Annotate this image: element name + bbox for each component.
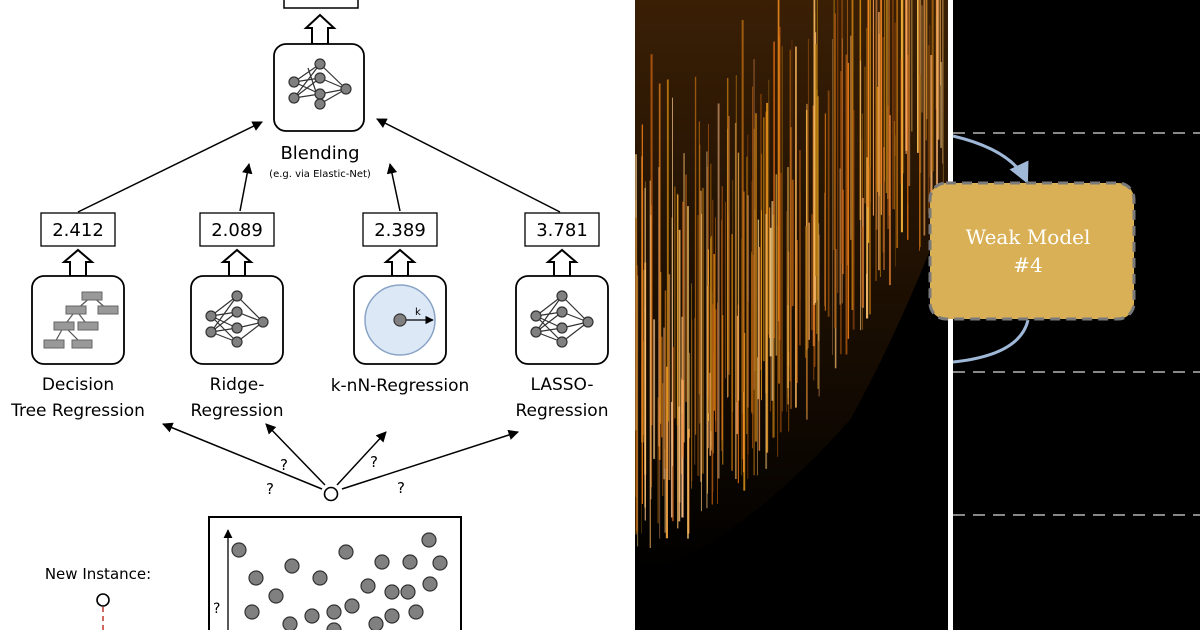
boosting-diagram-panel: Weak Model #4	[928, 0, 1200, 630]
neural-network-icon	[288, 58, 352, 110]
score-box	[524, 212, 600, 247]
data-point	[244, 604, 260, 620]
light-streaks-panel	[635, 0, 948, 630]
new-instance-point	[323, 486, 339, 502]
flow-arrow-in	[952, 134, 1029, 184]
new-instance-legend-point	[96, 593, 110, 607]
arrow-model2-to-blender	[239, 162, 253, 212]
data-point	[326, 604, 342, 620]
question-mark: ?	[397, 479, 405, 497]
data-point	[282, 616, 298, 630]
decision-tree-icon	[43, 291, 119, 349]
model-name-line2: Regression	[191, 401, 284, 421]
question-mark: ?	[266, 480, 274, 498]
data-point	[368, 616, 384, 630]
weak-model-number: #4	[1013, 253, 1042, 277]
score-value: 2.412	[52, 220, 104, 241]
flow-arrow-out	[952, 319, 1030, 364]
arrow-instance-to-model4	[341, 429, 519, 490]
new-instance-label: New Instance:	[45, 565, 151, 583]
data-point	[421, 532, 437, 548]
data-point	[374, 554, 390, 570]
weak-model-title: Weak Model	[966, 225, 1091, 249]
data-point	[231, 542, 247, 558]
training-data-scatter: ?	[208, 516, 462, 630]
arrow-instance-to-model1	[162, 422, 323, 490]
arrow-instance-to-model2	[265, 423, 326, 486]
hollow-up-arrow	[61, 248, 95, 277]
data-point	[326, 622, 342, 630]
blending-sublabel: (e.g. via Elastic-Net)	[269, 169, 371, 180]
data-point	[422, 576, 438, 592]
score-box	[199, 212, 275, 247]
arrow-instance-to-model3	[336, 431, 387, 486]
weak-model-box: Weak Model #4	[928, 181, 1136, 321]
score-box	[40, 212, 116, 247]
panel-divider	[632, 0, 635, 630]
score-value: 2.389	[374, 220, 426, 241]
model-name-line1: Ridge-	[210, 375, 265, 395]
neural-network-icon	[205, 290, 269, 348]
blending-label: Blending	[280, 143, 359, 164]
model-column: 2.389 k k-nN-Regression	[331, 212, 470, 396]
data-point	[360, 578, 376, 594]
data-point	[384, 608, 400, 624]
data-point	[248, 570, 264, 586]
data-point	[344, 598, 360, 614]
hollow-up-arrow	[383, 248, 417, 277]
model-name-line1: k-nN-Regression	[331, 376, 470, 396]
arrow-model4-to-blender	[376, 118, 561, 213]
knn-circle-icon: k	[364, 284, 436, 356]
model-name-line1: Decision	[42, 375, 114, 395]
question-mark: ?	[370, 453, 378, 471]
hollow-up-arrow	[220, 248, 254, 277]
hollow-up-arrow	[303, 13, 337, 45]
model-icon-box	[515, 275, 609, 365]
y-axis-label: ?	[213, 601, 220, 617]
data-point	[408, 604, 424, 620]
final-output-box	[283, 0, 359, 9]
score-box	[362, 212, 438, 247]
data-point	[284, 558, 300, 574]
data-point	[384, 584, 400, 600]
model-name-line2: Regression	[516, 401, 609, 421]
model-name-line1: LASSO-	[530, 375, 593, 395]
question-mark: ?	[280, 456, 288, 474]
model-icon-box	[190, 275, 284, 365]
hollow-up-arrow	[545, 248, 579, 277]
data-point	[338, 544, 354, 560]
data-point	[400, 584, 416, 600]
data-point	[402, 554, 418, 570]
data-point	[268, 588, 284, 604]
model-icon-box	[31, 275, 125, 365]
ensemble-diagram-panel: Blending (e.g. via Elastic-Net) 2.412Dec…	[0, 0, 632, 630]
score-value: 3.781	[536, 220, 588, 241]
data-point	[304, 608, 320, 624]
data-point	[432, 555, 448, 571]
score-value: 2.089	[211, 220, 263, 241]
data-point	[312, 570, 328, 586]
arrow-model3-to-blender	[386, 162, 401, 212]
model-name-line2: Tree Regression	[10, 401, 145, 421]
blender-box	[273, 43, 365, 132]
neural-network-icon	[530, 290, 594, 348]
k-radius-label: k	[415, 307, 421, 318]
arrow-model1-to-blender	[77, 121, 263, 213]
